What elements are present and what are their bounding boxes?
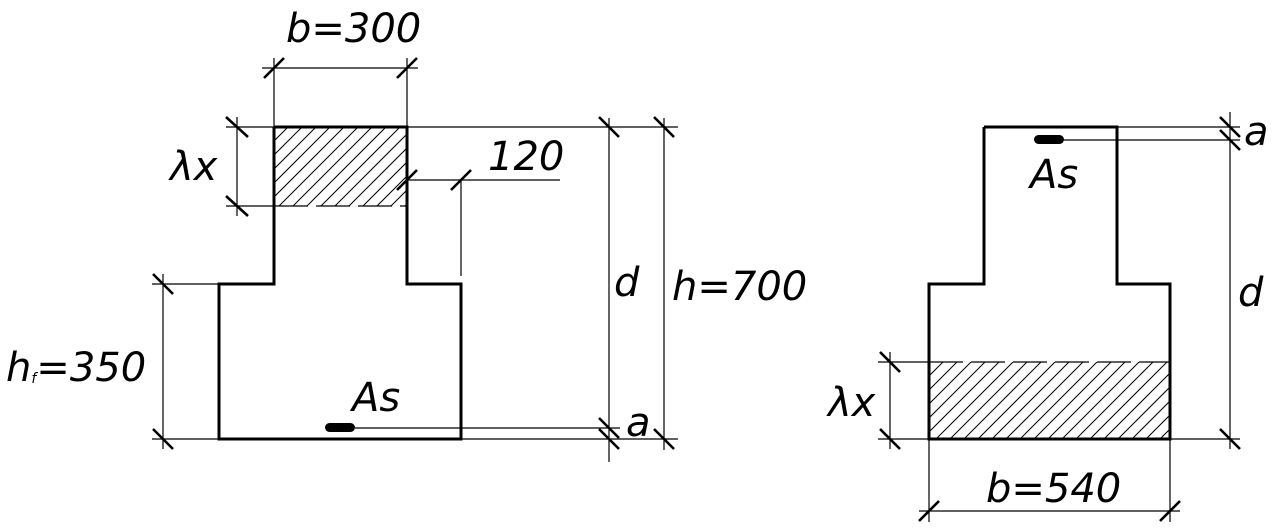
left-flange-offset-label: 120 <box>488 134 564 180</box>
hatch-line <box>320 127 401 206</box>
hatch-line <box>949 362 1028 439</box>
left-width-label: b=300 <box>286 6 421 52</box>
hatch-line <box>292 127 373 206</box>
left-compression-zone-hatch <box>274 127 498 206</box>
hatch-line <box>1047 362 1126 439</box>
hatch-line <box>1131 400 1170 439</box>
right-reinforcement-bar <box>1034 135 1064 144</box>
hatch-line <box>935 362 1014 439</box>
hatch-line <box>404 203 407 206</box>
hatch-line <box>1033 362 1112 439</box>
hatch-line <box>362 161 407 206</box>
hatch-line <box>1075 362 1154 439</box>
hatch-line <box>929 362 944 377</box>
left-lambda-x-label: λx <box>168 144 218 190</box>
hatch-line <box>274 127 331 184</box>
right-lambda-x-label: λx <box>826 380 876 426</box>
left-height-label: h=700 <box>672 264 807 310</box>
hatch-line <box>1117 386 1170 439</box>
hatch-line <box>419 127 498 206</box>
left-steel-area-label: As <box>349 375 400 421</box>
right-compression-zone-hatch <box>929 362 1283 439</box>
hatch-line <box>929 362 972 405</box>
left-cross-section: b=300 λx 120 d h=700 hf=350 As a <box>6 6 807 462</box>
hatch-line <box>278 127 359 206</box>
hatch-line <box>1188 362 1265 439</box>
hatch-line <box>274 127 303 156</box>
right-steel-area-label: As <box>1027 152 1078 198</box>
left-reinforcement-bar <box>325 423 355 432</box>
hatch-line <box>1244 362 1283 439</box>
hatch-line <box>1202 362 1279 439</box>
left-flange-height-label: hf=350 <box>6 345 146 391</box>
hatch-line <box>1216 362 1283 439</box>
hatch-line <box>1089 362 1168 439</box>
hatch-line <box>977 362 1056 439</box>
hatch-line <box>929 362 958 391</box>
hatch-line <box>306 127 387 206</box>
hatch-line <box>390 189 407 206</box>
hatch-line <box>334 133 407 206</box>
hatch-line <box>348 147 407 206</box>
hatch-line <box>929 362 986 419</box>
hatch-line <box>1005 362 1084 439</box>
left-effective-depth-label: d <box>614 260 640 306</box>
left-section-outline <box>217 125 463 441</box>
right-cover-label: a <box>1244 109 1269 155</box>
hatch-line <box>1061 362 1140 439</box>
hatch-line <box>929 362 1000 433</box>
hatch-line <box>1019 362 1098 439</box>
hatch-line <box>1174 362 1251 439</box>
hatch-line <box>991 362 1070 439</box>
right-cross-section: a As d λx b=540 <box>826 109 1283 522</box>
hatch-line <box>1230 362 1283 439</box>
left-cover-label: a <box>626 400 651 446</box>
right-effective-depth-label: d <box>1238 270 1264 316</box>
hatch-line <box>1159 428 1170 439</box>
hatch-line <box>274 127 345 198</box>
right-width-label: b=540 <box>986 466 1121 512</box>
hatch-line <box>274 127 317 170</box>
hatch-line <box>376 175 407 206</box>
hatch-line <box>1103 372 1170 439</box>
hatch-line <box>963 362 1042 439</box>
hatch-line <box>1145 414 1170 439</box>
